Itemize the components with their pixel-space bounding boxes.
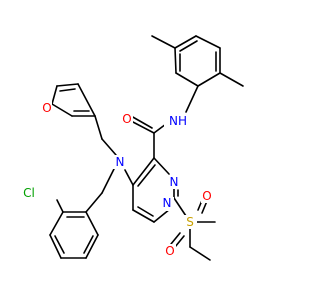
pyrimidine-ring [132, 157, 179, 223]
chlorophenyl-ring [49, 199, 99, 259]
furan-oxygen-label: O [42, 101, 51, 115]
sulfonyl-oxygen-label-2: O [165, 244, 174, 258]
pyrimidine-nitrogen-label-1: N [170, 175, 179, 189]
sulfur-label: S [186, 215, 194, 229]
chlorine-label: Cl [23, 186, 35, 200]
dimethylphenyl-ring [174, 35, 221, 87]
amide-nh-label: NH [169, 114, 187, 128]
furan-ring [51, 83, 96, 117]
molecule-structure-diagram: O NH O N N N S O O Cl [20, 35, 244, 261]
amide-oxygen-label: O [122, 112, 131, 126]
amine-substituents [85, 115, 134, 213]
amine-nitrogen-label: N [116, 155, 125, 169]
pyrimidine-nitrogen-label-2: N [163, 196, 172, 210]
sulfonyl-oxygen-label-1: O [202, 189, 211, 203]
methyl-groups [151, 35, 244, 87]
atom-labels: O NH O N N N S O O Cl [20, 101, 213, 258]
